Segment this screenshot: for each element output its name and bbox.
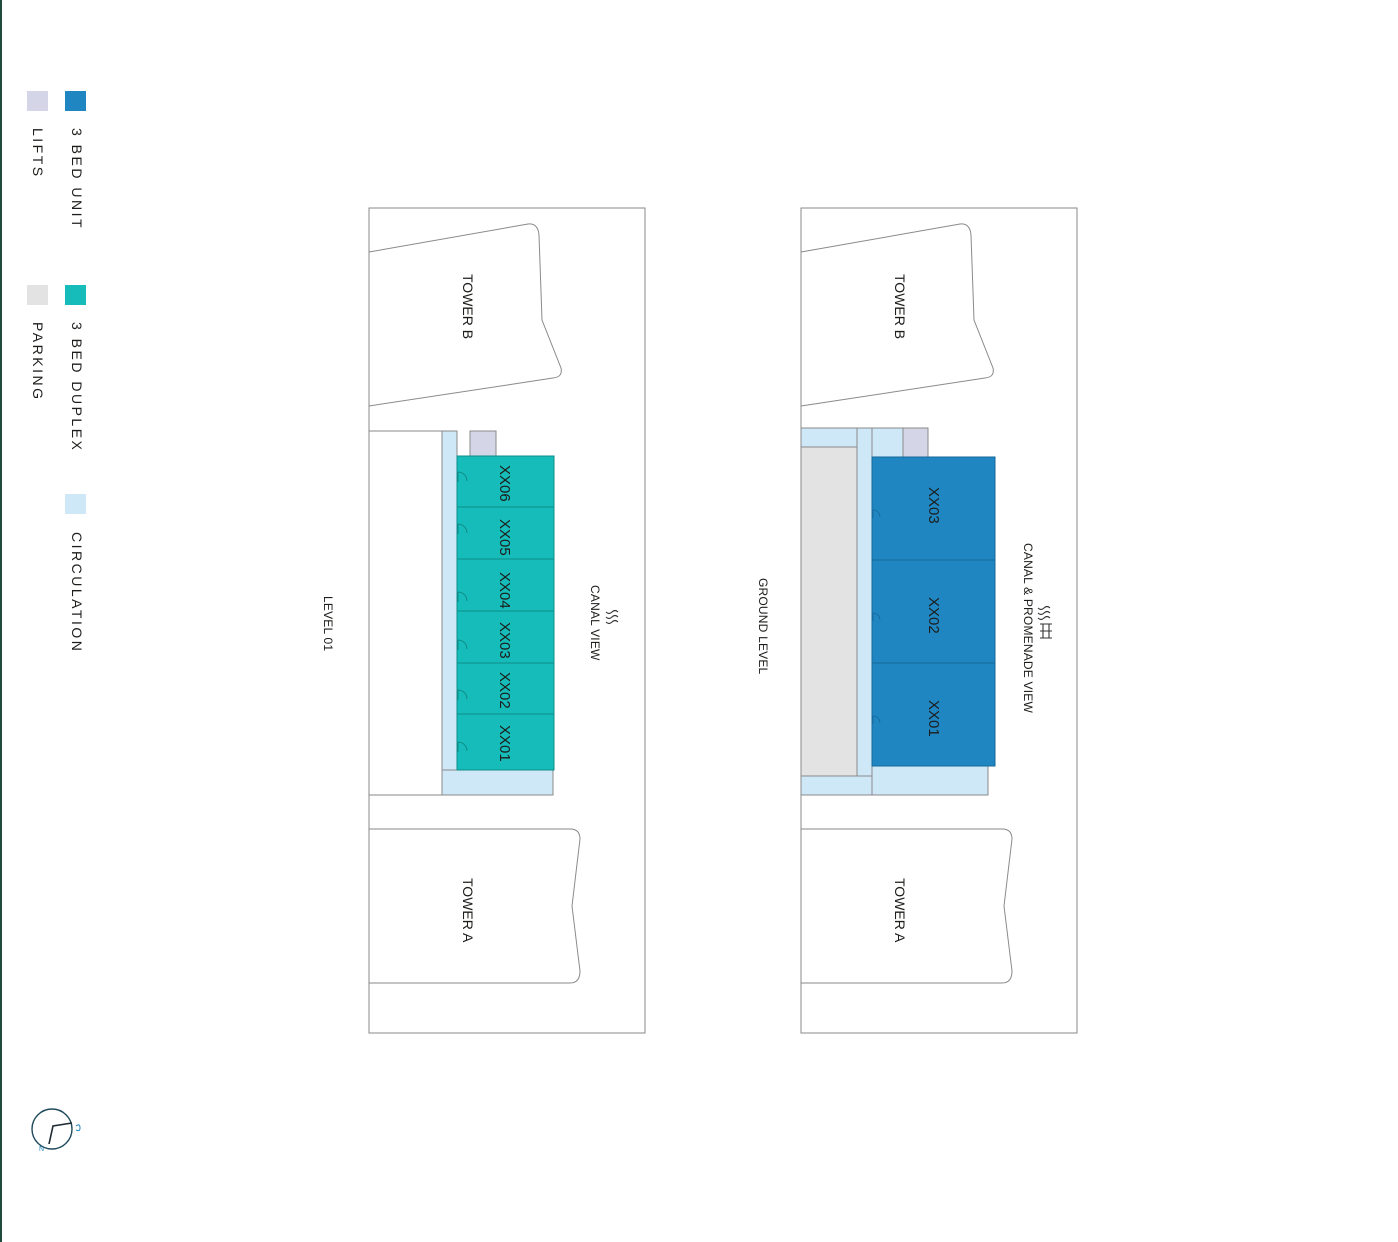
level-01-plan — [368, 207, 646, 1034]
level-01-circulation-bottom — [441, 769, 554, 796]
level-01-tower-a-label: TOWER A — [460, 878, 476, 943]
legend-swatch-lifts — [27, 91, 48, 111]
level-01-door-swings — [457, 471, 468, 752]
level-01-unit-xx03 — [456, 610, 555, 664]
north-compass-icon — [31, 1108, 81, 1150]
ground-unit-xx01 — [871, 662, 996, 767]
level-01-unit-xx02 — [456, 662, 555, 715]
ground-circulation-corridor — [856, 427, 873, 796]
ground-tower-a-outline — [801, 828, 1013, 984]
legend-swatch-3-bed-duplex — [65, 285, 86, 305]
level-01-unit-label: XX01 — [496, 725, 513, 762]
ground-level-plan — [800, 207, 1078, 1034]
ground-circulation-bottom-left — [800, 775, 873, 796]
ground-title: GROUND LEVEL — [756, 578, 770, 675]
level-01-lift — [469, 430, 497, 457]
ground-lift — [902, 427, 929, 458]
level-01-tower-a-outline — [369, 828, 581, 984]
legend-swatch-parking — [27, 285, 48, 305]
level-01-unit-label: XX05 — [496, 519, 513, 556]
level-01-unit-label: XX02 — [496, 672, 513, 709]
ground-tower-b-outline — [800, 223, 994, 407]
level-01-view-label: CANAL VIEW — [588, 585, 602, 661]
ground-unit-label: XX01 — [925, 700, 942, 737]
level-01-canal-waves-icon — [605, 609, 619, 625]
level-01-unit-label: XX03 — [496, 622, 513, 659]
ground-parking — [800, 446, 858, 777]
level-01-podium-outline — [369, 430, 443, 796]
ground-circulation-bottom — [871, 765, 989, 796]
compass-north-letter: N — [39, 1146, 45, 1153]
ground-unit-label: XX03 — [925, 487, 942, 524]
level-01-unit-xx05 — [456, 506, 555, 560]
level-01-unit-xx01 — [456, 713, 555, 771]
ground-circulation-top — [800, 427, 858, 448]
level-01-unit-label: XX06 — [496, 465, 513, 502]
ground-unit-xx03 — [871, 456, 996, 561]
ground-unit-label: XX02 — [925, 597, 942, 634]
legend-swatch-circulation — [65, 494, 86, 514]
ground-door-swings — [872, 509, 881, 724]
ground-view-label: CANAL & PROMENADE VIEW — [1021, 543, 1035, 713]
ground-unit-xx02 — [871, 559, 996, 664]
level-01-tower-b-label: TOWER B — [460, 274, 476, 340]
ground-tower-b-label: TOWER B — [892, 274, 908, 340]
level-01-circulation-corridor — [441, 430, 458, 796]
level-01-tower-b-outline — [368, 223, 562, 407]
ground-3-bed-units — [871, 456, 996, 767]
level-01-unit-label: XX04 — [496, 572, 513, 609]
ground-canal-promenade-icon — [1037, 605, 1052, 639]
level-01-unit-xx04 — [456, 558, 555, 612]
level-01-duplex-units — [456, 455, 555, 771]
ground-tower-a-label: TOWER A — [892, 878, 908, 943]
page-edge-line — [0, 0, 2, 1242]
level-01-unit-xx06 — [456, 455, 555, 508]
ground-circulation-lobby — [871, 427, 904, 458]
level-01-title: LEVEL 01 — [321, 596, 335, 652]
legend-swatch-3-bed-unit — [65, 91, 86, 111]
